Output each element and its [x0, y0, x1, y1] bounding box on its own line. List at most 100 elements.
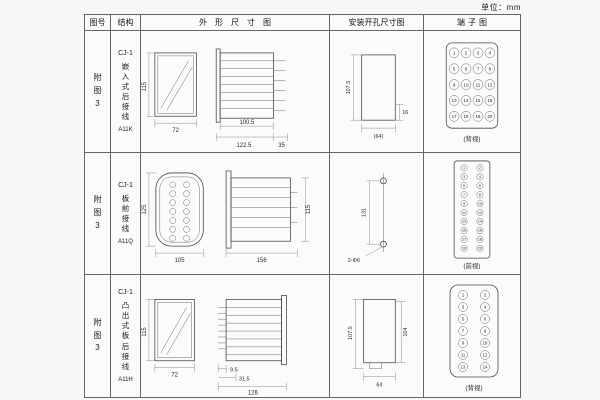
- dim-text: 100.5: [239, 120, 255, 126]
- fig-no: 附图3: [93, 317, 102, 353]
- install-svg-a11q: 131 2-Φ6: [348, 172, 387, 264]
- terminal-number: 12: [478, 211, 482, 215]
- install-svg-a11h: 107.5 104 64: [348, 298, 409, 388]
- install-drawing-a11h: 107.5 104 64: [330, 275, 424, 397]
- dim-side-height: 115: [301, 177, 312, 242]
- install-drawing-a11q: 131 2-Φ6: [330, 153, 424, 274]
- unit-label: 单位：mm: [481, 3, 521, 12]
- terminal-number: 18: [478, 238, 482, 242]
- hole-callout: 2-Φ6: [348, 246, 382, 264]
- terminal-number: 13: [461, 365, 466, 370]
- terminal-number: 11: [461, 353, 466, 358]
- dim-text: 104: [403, 328, 409, 337]
- dim-text: 105: [175, 258, 186, 264]
- terminal-number: 8: [484, 329, 487, 334]
- dim-text: 126: [248, 390, 259, 396]
- outline-svg-a11q: 125 105: [142, 170, 312, 264]
- terminal-number: 2: [465, 51, 468, 56]
- outline-drawing-a11q: 125 105: [141, 153, 330, 274]
- terminal-number: 8: [489, 66, 492, 71]
- terminal-block: [453, 160, 491, 259]
- dim-notch: 16: [395, 104, 408, 121]
- terminal-number: 11: [476, 82, 481, 87]
- side-view: [218, 295, 287, 366]
- row-a11k: 附图3 CJ-1 嵌入式后接线 A11K 115: [85, 31, 520, 153]
- terminal-svg-a11q: 1 2 3 4 5 6 7 8 9 10 11 12 13 14 15 16 1: [453, 160, 491, 270]
- terminal-number: 20: [487, 114, 492, 119]
- dim-width: 72: [154, 119, 197, 134]
- terminal-number: 3: [463, 175, 465, 179]
- terminal-drawing-a11h: 1 2 3 4 5 6 7 8 9 10 11 12 13 14 (背视): [424, 275, 520, 397]
- terminal-number: 3: [477, 51, 480, 56]
- install-svg-a11k: 107.5 16 (64): [346, 54, 408, 140]
- terminal-block: [445, 42, 499, 129]
- panel-cutout: [361, 54, 396, 121]
- dim-depth: 126: [217, 382, 287, 396]
- dim-body-depth: 100.5: [219, 120, 274, 131]
- dim-height: 115: [142, 52, 155, 117]
- dim-text: 156: [257, 258, 268, 264]
- terminal-number: 13: [452, 98, 457, 103]
- install-drawing-a11k: 107.5 16 (64): [330, 31, 424, 152]
- dim-width: 105: [155, 249, 204, 264]
- dim-text: 31.5: [239, 377, 250, 383]
- structure-cell: CJ-1 嵌入式后接线 A11K: [111, 31, 141, 152]
- header-terminal-diagram: 端子图: [457, 18, 490, 27]
- mounting-label: 板前接线: [121, 193, 130, 234]
- dim-text: 107.5: [346, 81, 352, 95]
- dim-text: 72: [171, 373, 178, 379]
- fig-no: 附图3: [93, 73, 102, 108]
- terminal-number: 2: [484, 293, 487, 298]
- terminal-number: 5: [453, 66, 456, 71]
- dim-text: 107.5: [348, 326, 354, 340]
- terminal-number: 6: [465, 66, 468, 71]
- terminal-number: 18: [464, 114, 469, 119]
- terminal-number: 15: [462, 229, 466, 233]
- terminal-number: 4: [489, 51, 492, 56]
- terminal-number: 1: [463, 166, 465, 170]
- terminal-number: 5: [463, 184, 465, 188]
- terminal-number: 6: [479, 184, 481, 188]
- dim-pin-depth: 35: [273, 133, 288, 149]
- terminal-number: 10: [478, 202, 482, 206]
- header-outline-dims: 外形尺寸图: [141, 15, 330, 30]
- dimension-table: 图号 结构 外形尺寸图 安装开孔尺寸图 端子图 附图3 CJ-1 嵌入式后接线 …: [84, 14, 521, 398]
- mounting-label: 嵌入式后接线: [121, 61, 130, 122]
- structure-cell: CJ-1 凸出式板后接线 A11H: [111, 275, 141, 397]
- fig-no-cell: 附图3: [85, 275, 111, 397]
- dim-text: 122.5: [236, 143, 252, 149]
- terminal-number: 4: [484, 305, 487, 310]
- terminal-number: 14: [483, 365, 488, 370]
- side-view: [215, 48, 286, 123]
- dim-text: 72: [172, 128, 179, 134]
- terminal-svg-a11k: 1 2 3 4 5 6 7 8 9 10 11 12 13 14 15 16 1: [445, 42, 499, 143]
- terminal-number: 17: [452, 114, 457, 119]
- terminal-number: 13: [462, 220, 466, 224]
- header-install-dims: 安装开孔尺寸图: [330, 15, 424, 30]
- model-label: CJ-1: [118, 49, 133, 57]
- terminal-circles: 1 2 3 4 5 6 7 8 9 10 11 12 13 14 15 16 1: [448, 47, 496, 122]
- terminal-svg-a11h: 1 2 3 4 5 6 7 8 9 10 11 12 13 14 (背视): [449, 284, 499, 392]
- side-view: [225, 170, 298, 249]
- dim-pin-length: 9.5: [217, 364, 238, 374]
- dim-height: 125: [142, 172, 156, 247]
- view-label: (背视): [465, 383, 482, 392]
- outline-drawing-a11h: 115 72: [141, 275, 330, 397]
- dim-width: 72: [154, 363, 195, 379]
- terminal-number: 17: [462, 238, 466, 242]
- dim-text: 115: [142, 327, 148, 337]
- dim-text: 9.5: [230, 368, 238, 374]
- header-structure: 结构: [111, 15, 141, 30]
- fig-no: 附图3: [93, 195, 102, 230]
- terminal-number: 5: [462, 317, 465, 322]
- front-view: [155, 172, 204, 247]
- hole-layout: [380, 172, 387, 253]
- dim-inner-height: 104: [395, 301, 409, 363]
- dim-text: 131: [362, 208, 368, 217]
- terminal-number: 1: [462, 293, 465, 298]
- terminal-number: 6: [484, 317, 487, 322]
- terminal-drawing-a11k: 1 2 3 4 5 6 7 8 9 10 11 12 13 14 15 16 1: [424, 31, 520, 152]
- terminal-number: 10: [464, 82, 469, 87]
- terminal-number: 14: [464, 98, 469, 103]
- dim-text: 35: [278, 143, 285, 149]
